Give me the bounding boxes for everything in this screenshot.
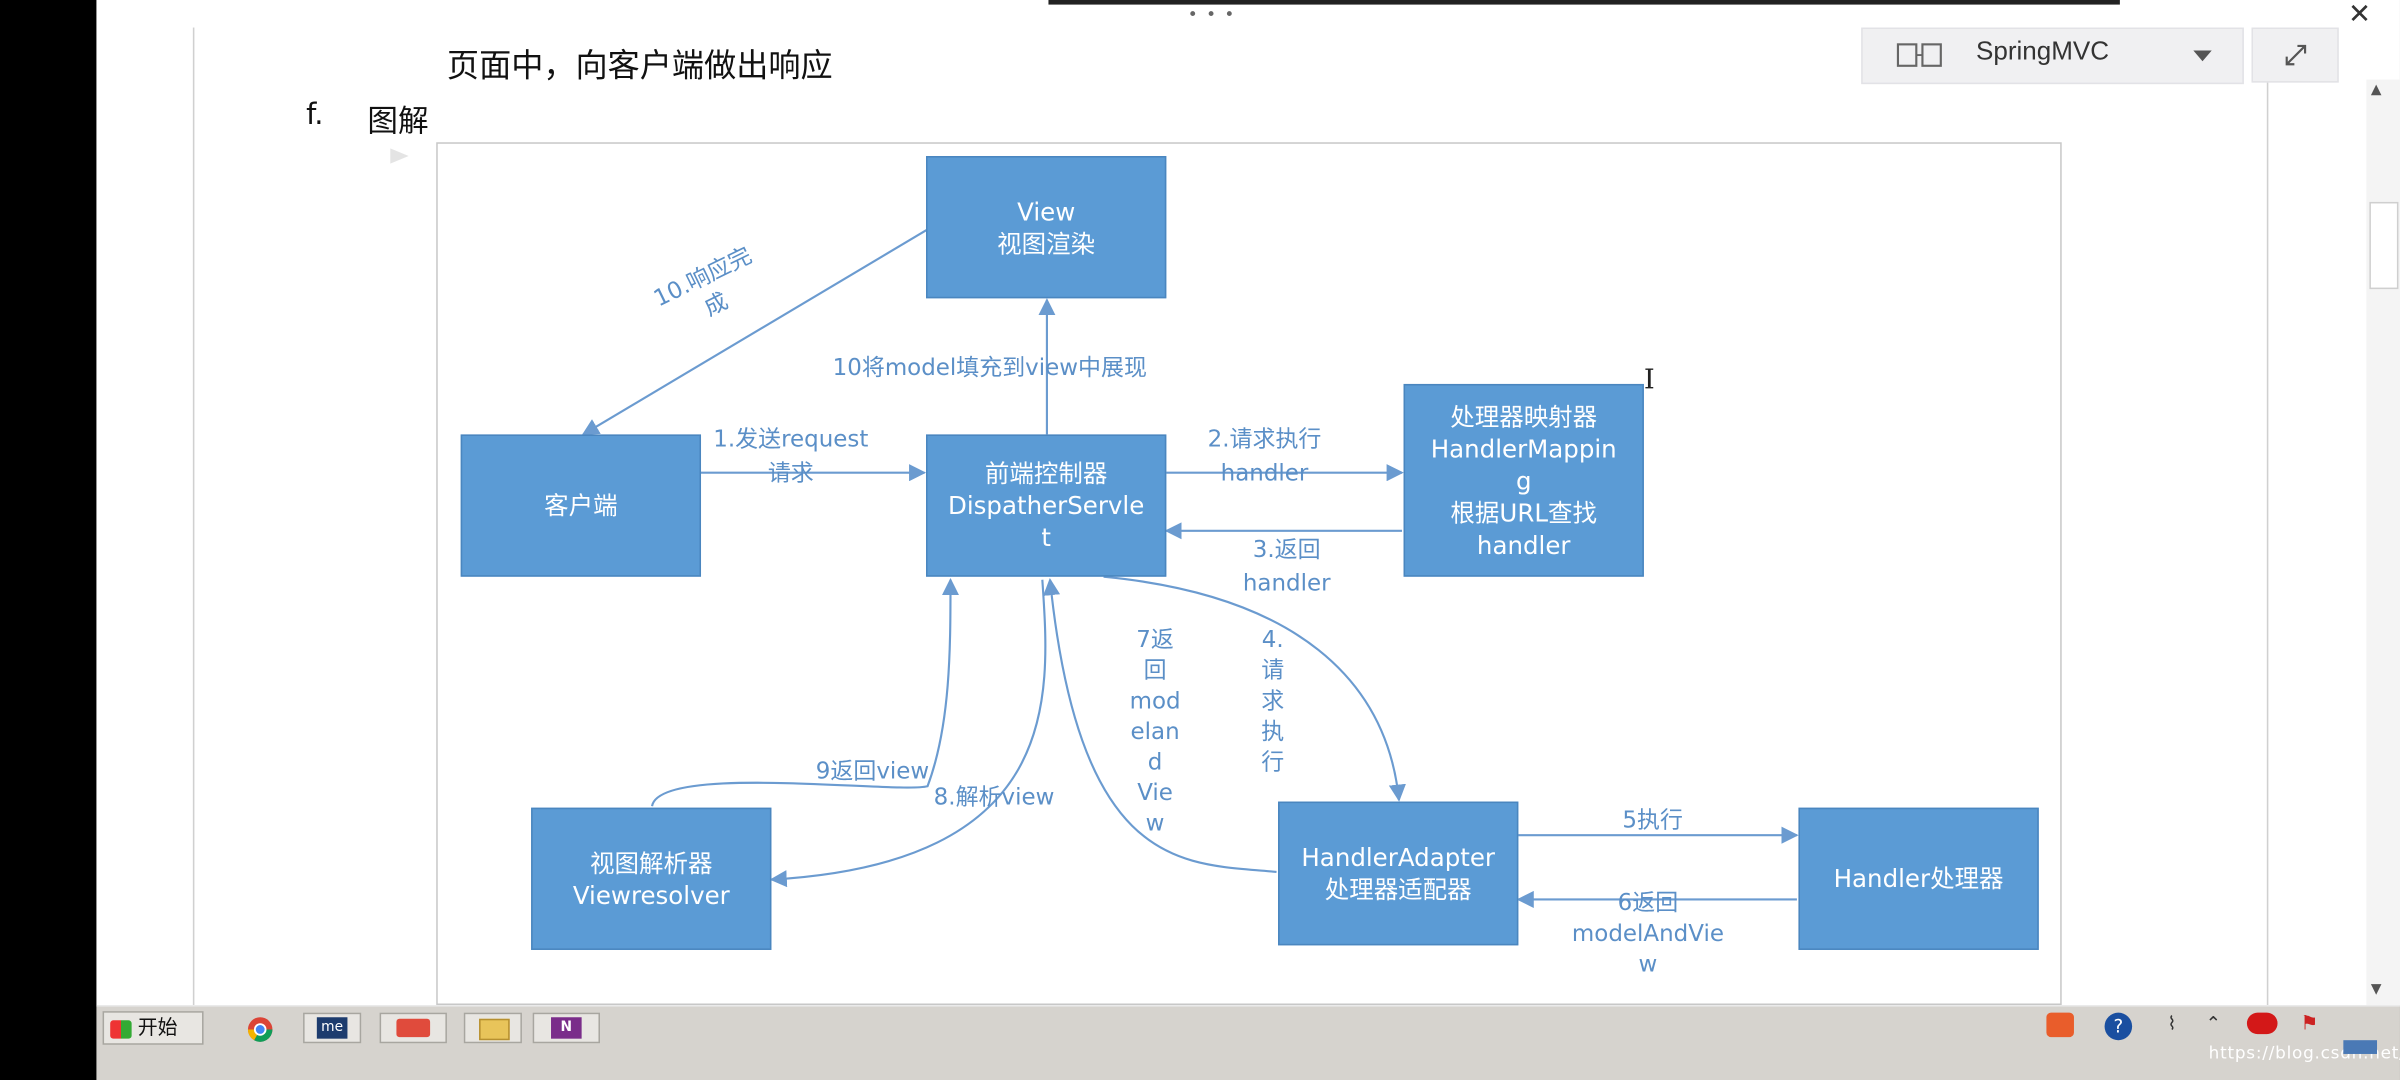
label-step2: 2.请求执行 handler [1207,425,1322,487]
record-icon[interactable] [2246,1012,2278,1035]
scrollbar-thumb[interactable] [2369,201,2399,290]
label-step8: 8.解析view [933,783,1055,811]
vertical-scrollbar[interactable]: ▲ ▼ [2366,79,2400,1006]
node-text: Handler处理器 [1833,864,2004,894]
notebook-selector[interactable]: SpringMVC [1861,27,2244,85]
paragraph-handle-icon[interactable] [390,148,409,164]
pen-icon[interactable]: ⌇ [2167,1012,2177,1035]
expand-button[interactable] [2251,27,2339,83]
help-icon[interactable]: ? [2104,1012,2133,1041]
node-text: 处理器适配器 [1324,874,1472,905]
springmvc-flow-diagram: View 视图渲染 客户端 前端控制器 DispatherServle t 处理… [436,142,2062,1006]
handler-mapping-node: 处理器映射器 HandlerMappin g 根据URL查找 handler [1403,383,1644,577]
show-hidden-icons[interactable]: ⌃ [2205,1012,2221,1035]
node-text: g [1515,465,1532,495]
label-step10-fill: 10将model填充到view中展现 [832,353,1147,381]
onenote-icon: N [551,1017,582,1039]
view-render-node: View 视图渲染 [926,156,1167,299]
start-label: 开始 [137,1017,178,1041]
close-icon[interactable]: ✕ [2347,0,2372,31]
node-text: Viewresolver [572,880,730,910]
node-text: HandlerMappin [1430,433,1617,463]
node-text: DispatherServle [948,491,1145,521]
node-text: 视图渲染 [997,228,1096,258]
diagram-arrows [581,228,1799,909]
node-text: 处理器映射器 [1450,401,1598,431]
handler-node: Handler处理器 [1798,807,2039,950]
text-cursor-icon: I [1643,364,1655,397]
taskbar-app-me[interactable]: me [303,1012,362,1044]
node-text: 视图解析器 [590,848,713,878]
page-text-line: 页面中，向客户端做出响应 [446,47,833,85]
node-text: 前端控制器 [984,458,1108,488]
section-title: 图解 [367,102,429,140]
start-button[interactable]: 开始 [102,1011,204,1045]
video-app-icon [396,1018,431,1038]
app-me-icon: me [316,1017,348,1039]
title-bar-line [1048,0,2120,5]
desktop-icon[interactable] [2343,1040,2378,1054]
label-step1: 1.发送request 请求 [713,425,869,487]
taskbar: 开始 me N ? ⌇ ⌃ ⚑ https://blog.csdn.net/yy… [96,1005,2400,1080]
node-text: View [1017,196,1076,226]
scroll-up-icon[interactable]: ▲ [2370,82,2382,98]
notebook-name: SpringMVC [1976,36,2110,66]
taskbar-app-explorer[interactable] [463,1012,522,1044]
node-text: HandlerAdapter [1301,842,1495,872]
label-step4: 4. 请 求 执 行 [1261,625,1285,776]
taskbar-app-video[interactable] [379,1012,447,1044]
expand-icon [2284,44,2306,66]
book-icon [1896,43,1942,67]
node-text: handler [1476,530,1571,560]
chrome-icon[interactable] [246,1016,274,1044]
label-step3: 3.返回 handler [1242,535,1331,597]
input-method-icon[interactable] [2046,1012,2074,1038]
folder-icon [479,1018,510,1041]
handler-adapter-node: HandlerAdapter 处理器适配器 [1278,801,1519,946]
windows-logo-icon [110,1020,132,1039]
label-step6: 6返回 modelAndVie w [1571,888,1724,978]
node-text: t [1041,523,1051,553]
client-node: 客户端 [460,434,702,577]
dispatcher-servlet-node: 前端控制器 DispatherServle t [926,434,1167,577]
view-resolver-node: 视图解析器 Viewresolver [531,807,772,950]
label-step5: 5执行 [1622,806,1683,834]
flag-icon[interactable]: ⚑ [2300,1012,2319,1036]
taskbar-app-onenote[interactable]: N [532,1012,600,1044]
node-text: 客户端 [544,491,618,521]
label-step7: 7返 回 mod elan d Vie w [1129,625,1181,837]
label-step9: 9返回view [815,757,930,785]
chevron-down-icon[interactable] [2193,50,2212,62]
scroll-down-icon[interactable]: ▼ [2370,982,2382,998]
node-text: 根据URL查找 [1450,497,1597,527]
more-options-icon[interactable]: • • • [1187,4,1236,25]
section-number: f. [306,97,324,132]
left-black-margin [0,0,97,1080]
